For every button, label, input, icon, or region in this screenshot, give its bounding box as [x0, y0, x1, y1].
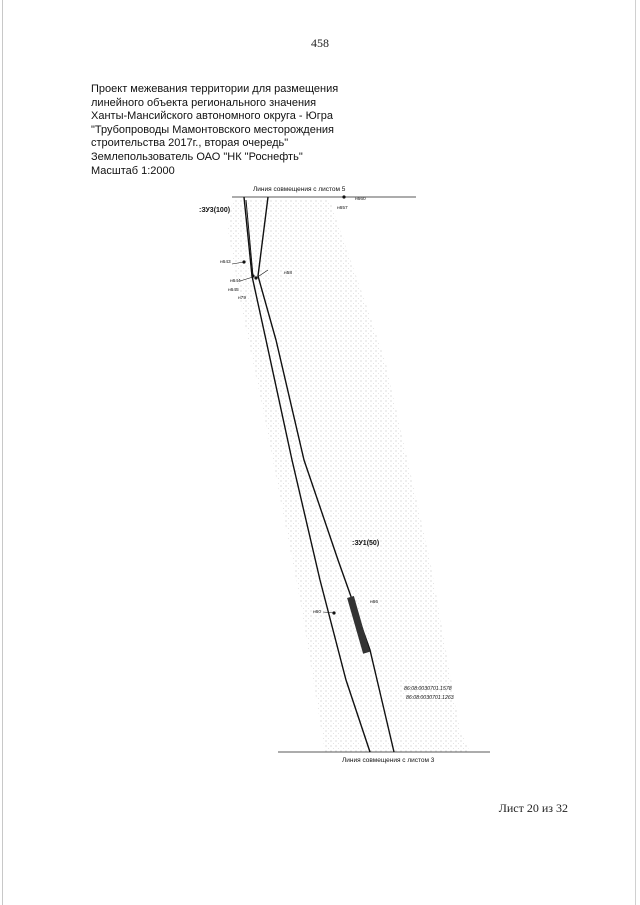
top-joining-line-label: Линия совмещения с листом 5: [253, 186, 346, 193]
terrain-hatch-area: [228, 200, 470, 752]
scale-label: Масштаб 1:2000: [91, 164, 175, 177]
sheet-reference: Лист 20 из 32: [498, 801, 568, 815]
point-label: н643: [220, 259, 231, 265]
title-line-5: строительства 2017г., вторая очередь": [91, 137, 289, 150]
bottom-joining-line-label: Линия совмещения с листом 3: [342, 757, 435, 764]
title-line-2: линейного объекта регионального значения: [91, 96, 317, 109]
corridor-right-boundary: [257, 196, 395, 753]
title-line-4: "Трубопроводы Мамонтовского месторождени…: [91, 123, 335, 136]
point-label: н60: [313, 609, 321, 615]
title-block: Проект межевания территории для размещен…: [91, 83, 381, 178]
leader-line: [322, 611, 335, 614]
point-label: н660: [355, 196, 366, 202]
title-line-3: Ханты-Мансийского автономного округа - Ю…: [91, 110, 333, 123]
point-label: н66: [370, 599, 378, 605]
title-line-1: Проект межевания территории для размещен…: [91, 83, 339, 95]
corridor-inner-line: [245, 199, 254, 277]
survey-point: [342, 195, 346, 199]
page-number: 458: [311, 36, 329, 50]
cadastral-number: 86:08:0030701.1578: [404, 686, 452, 692]
leader-line: [231, 261, 245, 265]
cadastral-number: 86:08:0030701.1263: [406, 695, 454, 701]
leader-line: [239, 276, 254, 282]
point-label: н657: [337, 205, 348, 211]
point-label: н645: [228, 287, 239, 293]
zone-label: :ЗУ1(50): [352, 540, 379, 547]
point-label: н79: [238, 295, 246, 301]
point-label: н644: [230, 278, 241, 284]
survey-point: [251, 274, 255, 278]
point-label: н58: [284, 270, 292, 276]
zone-label: :ЗУ3(100): [199, 207, 230, 214]
scan-edge-left: [2, 0, 3, 905]
scan-edge-right: [635, 0, 636, 905]
parcel-hatch-segment: [347, 596, 370, 654]
leader-line: [255, 269, 269, 279]
title-line-6: Землепользователь ОАО "НК "Роснефть": [91, 150, 303, 163]
